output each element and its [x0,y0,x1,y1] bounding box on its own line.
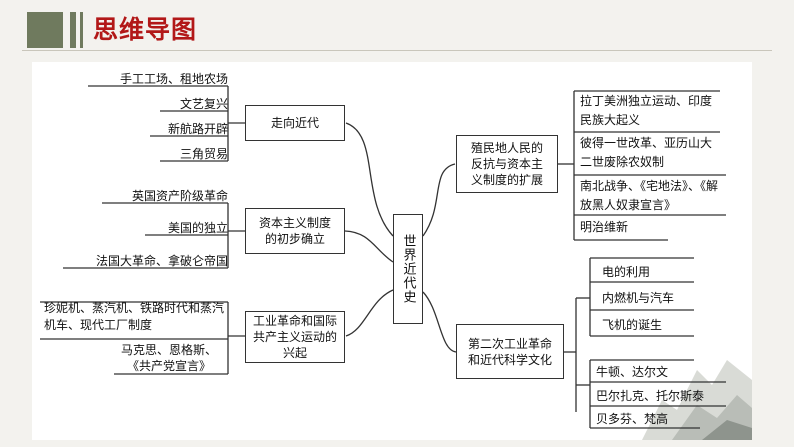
leaf-text: 彼得一世改革、亚历山大二世废除农奴制 [580,136,713,169]
leaf-text: 三角贸易 [179,147,228,161]
branch-node-ziben: 资本主义制度的初步确立 [245,208,345,254]
page-title: 思维导图 [93,15,198,44]
leaf-text: 巴尔扎克、托尔斯泰 [596,389,705,403]
ink-mountain-decoration [642,360,752,440]
leaf-text: 内燃机与汽车 [602,291,675,305]
branch-node-gongye: 工业革命和国际共产主义运动的兴起 [245,311,345,363]
header-decor-bar [70,12,76,48]
leaf-text: 美国的独立 [167,221,228,235]
trunk-to-zouxiang [345,122,394,237]
branch-node-zouxiang: 走向近代 [245,105,345,141]
trunk-to-ziben [344,230,394,263]
leaf-text: 文艺复兴 [179,97,228,111]
trunk-to-gongye [345,289,394,337]
leaf-text: 飞机的诞生 [602,318,663,332]
leaf-text: 南北战争、《宅地法》、《解放黑人奴隶宣言》 [580,179,719,212]
leaf-text: 法国大革命、拿破仑帝国 [95,254,228,268]
leaf-text: 马克思、恩格斯、《共产党宣言》 [120,343,217,373]
leaf-text: 新航路开辟 [167,122,228,136]
leaf-text: 牛顿、达尔文 [596,365,669,379]
trunk-to-dierci [422,291,457,353]
leaf-text: 拉丁美洲独立运动、印度民族大起义 [580,94,713,127]
center-node: 世界近代史 [393,214,423,324]
header-decor-block [27,12,63,48]
leaf-text: 英国资产阶级革命 [131,189,228,203]
leaf-text: 手工工场、租地农场 [119,72,228,86]
leaf-text: 电的利用 [602,265,651,279]
branch-node-zhimin: 殖民地人民的反抗与资本主义制度的扩展 [456,135,558,193]
header-decor-bar-thin [80,12,83,48]
trunk-to-zhimin [422,163,456,237]
mindmap-panel [32,62,752,440]
leaf-text: 贝多芬、梵高 [596,412,669,426]
leaf-text: 珍妮机、蒸汽机、铁路时代和蒸汽机车、现代工厂制度 [44,301,225,332]
leaf-text: 明治维新 [580,220,629,234]
header-divider [22,50,772,51]
branch-node-dierci: 第二次工业革命和近代科学文化 [456,324,564,379]
